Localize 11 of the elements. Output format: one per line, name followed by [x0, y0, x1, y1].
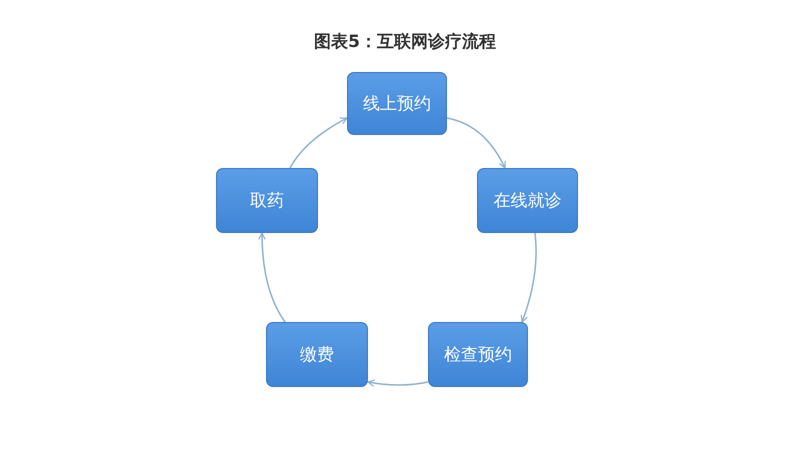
process-box: 缴费	[266, 322, 368, 387]
process-box: 在线就诊	[477, 168, 578, 233]
arrow	[446, 117, 506, 169]
arrow	[289, 117, 348, 168]
arrow	[520, 232, 537, 323]
process-box: 线上预约	[347, 72, 447, 135]
chart-title: 图表5：互联网诊疗流程	[313, 31, 497, 53]
arrow	[367, 379, 428, 387]
process-box: 取药	[216, 168, 318, 233]
process-box: 检查预约	[428, 322, 528, 387]
arrow	[258, 232, 286, 322]
